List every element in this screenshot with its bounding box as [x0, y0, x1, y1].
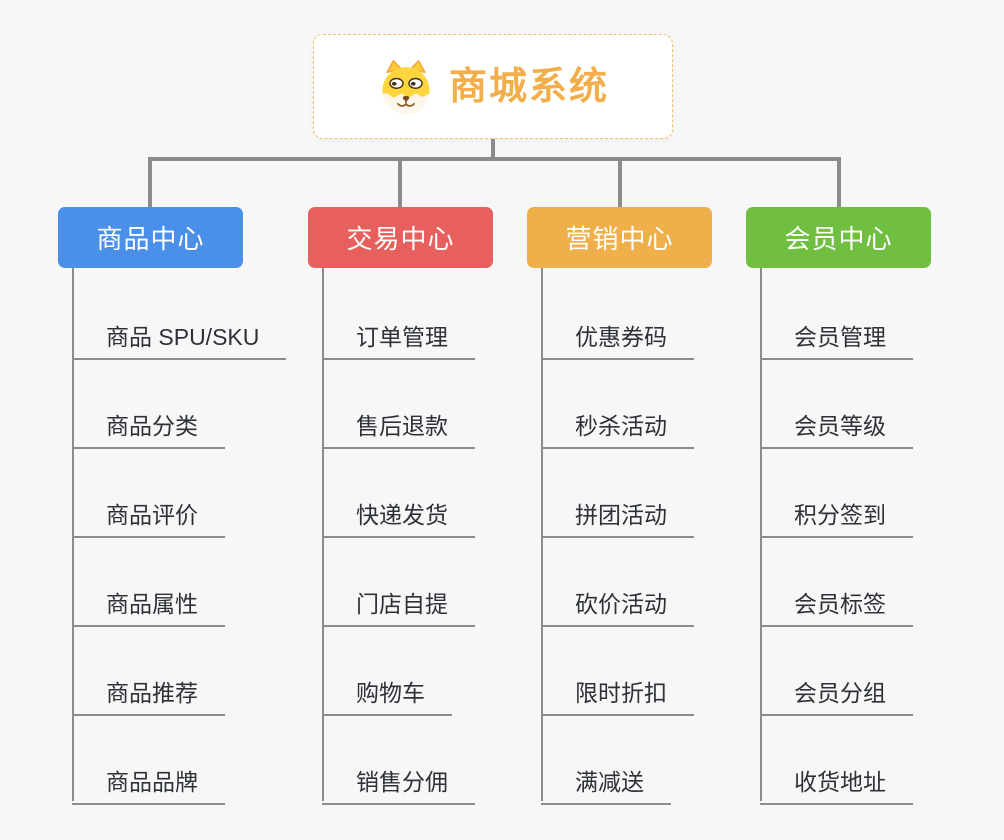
branch-spine [760, 268, 762, 801]
subtopic-node[interactable]: 拼团活动 [541, 494, 694, 538]
branch-node-2[interactable]: 交易中心 [308, 207, 493, 268]
subtopic-node[interactable]: 满减送 [541, 761, 671, 805]
subtopic-node[interactable]: 优惠券码 [541, 316, 694, 360]
connector-drop-branch-3 [618, 161, 622, 207]
subtopic-node[interactable]: 商品推荐 [72, 672, 225, 716]
subtopic-label: 秒杀活动 [575, 413, 667, 440]
subtopic-node[interactable]: 售后退款 [322, 405, 475, 449]
subtopic-node[interactable]: 商品品牌 [72, 761, 225, 805]
connector-tree [148, 157, 841, 207]
subtopic-node[interactable]: 收货地址 [760, 761, 913, 805]
subtopic-label: 商品评价 [106, 502, 198, 529]
subtopic-node[interactable]: 商品属性 [72, 583, 225, 627]
subtopic-label: 会员等级 [794, 413, 886, 440]
subtopic-label: 砍价活动 [575, 591, 667, 618]
root-topic-title: 商城系统 [448, 65, 609, 108]
root-topic[interactable]: 商城系统 [313, 34, 673, 139]
branch-label: 营销中心 [565, 224, 674, 254]
subtopic-label: 收货地址 [794, 769, 886, 796]
dog-face-icon [377, 58, 435, 116]
subtopic-node[interactable]: 商品评价 [72, 494, 225, 538]
subtopic-label: 积分签到 [794, 502, 886, 529]
branch-label: 商品中心 [96, 224, 205, 254]
branch-spine [541, 268, 543, 801]
branch-spine [72, 268, 74, 801]
subtopic-label: 拼团活动 [575, 502, 667, 529]
branch-node-1[interactable]: 商品中心 [58, 207, 243, 268]
branch-spine [322, 268, 324, 801]
subtopic-label: 优惠券码 [575, 324, 667, 351]
subtopic-label: 满减送 [575, 769, 644, 796]
subtopic-node[interactable]: 门店自提 [322, 583, 475, 627]
subtopic-node[interactable]: 订单管理 [322, 316, 475, 360]
subtopic-node[interactable]: 限时折扣 [541, 672, 694, 716]
subtopic-label: 商品推荐 [106, 680, 198, 707]
connector-root-stub [491, 139, 495, 159]
branch-label: 会员中心 [784, 224, 893, 254]
subtopic-label: 购物车 [356, 680, 425, 707]
subtopic-label: 会员分组 [794, 680, 886, 707]
branch-label: 交易中心 [346, 224, 455, 254]
subtopic-label: 会员标签 [794, 591, 886, 618]
branch-node-3[interactable]: 营销中心 [527, 207, 712, 268]
subtopic-label: 售后退款 [356, 413, 448, 440]
subtopic-node[interactable]: 购物车 [322, 672, 452, 716]
subtopic-label: 会员管理 [794, 324, 886, 351]
subtopic-label: 门店自提 [356, 591, 448, 618]
subtopic-node[interactable]: 会员等级 [760, 405, 913, 449]
subtopic-label: 限时折扣 [575, 680, 667, 707]
subtopic-node[interactable]: 秒杀活动 [541, 405, 694, 449]
subtopic-label: 商品品牌 [106, 769, 198, 796]
subtopic-label: 快递发货 [356, 502, 448, 529]
subtopic-label: 订单管理 [356, 324, 448, 351]
subtopic-node[interactable]: 会员标签 [760, 583, 913, 627]
subtopic-label: 商品属性 [106, 591, 198, 618]
subtopic-node[interactable]: 会员分组 [760, 672, 913, 716]
subtopic-node[interactable]: 会员管理 [760, 316, 913, 360]
branch-node-4[interactable]: 会员中心 [746, 207, 931, 268]
subtopic-node[interactable]: 销售分佣 [322, 761, 475, 805]
connector-drop-branch-2 [398, 161, 402, 207]
subtopic-node[interactable]: 积分签到 [760, 494, 913, 538]
subtopic-node[interactable]: 砍价活动 [541, 583, 694, 627]
subtopic-node[interactable]: 商品分类 [72, 405, 225, 449]
subtopic-label: 商品分类 [106, 413, 198, 440]
subtopic-node[interactable]: 商品 SPU/SKU [72, 316, 287, 360]
subtopic-label: 销售分佣 [356, 769, 448, 796]
subtopic-label: 商品 SPU/SKU [106, 324, 260, 351]
subtopic-node[interactable]: 快递发货 [322, 494, 475, 538]
